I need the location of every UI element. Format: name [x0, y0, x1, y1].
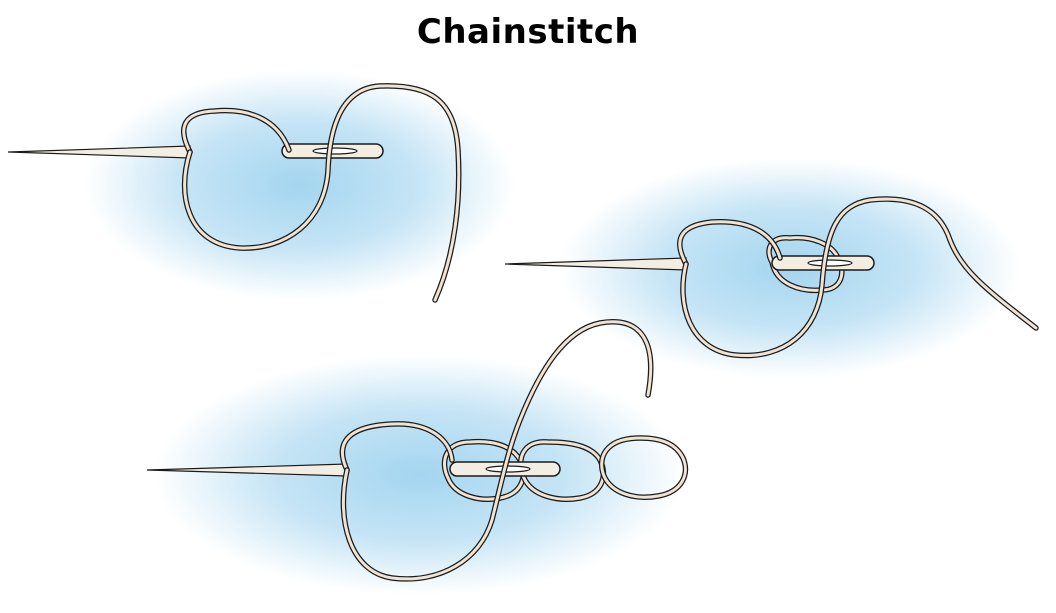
step-1-thread-loop	[181, 83, 462, 303]
step-3-thread-loop	[339, 319, 654, 582]
step-2-thread-loop	[677, 196, 1039, 359]
step-3-illustration	[146, 319, 689, 595]
diagram-title: Chainstitch	[416, 12, 640, 52]
step-3-chain-loop-3	[598, 435, 689, 500]
step-3-fabric-glow	[155, 355, 685, 595]
step-3-chain-loop-2	[518, 439, 607, 502]
step-3-needle	[146, 461, 561, 477]
step-1-illustration	[7, 70, 515, 303]
step-1-fabric-glow	[85, 70, 515, 300]
step-2-illustration	[504, 158, 1039, 378]
